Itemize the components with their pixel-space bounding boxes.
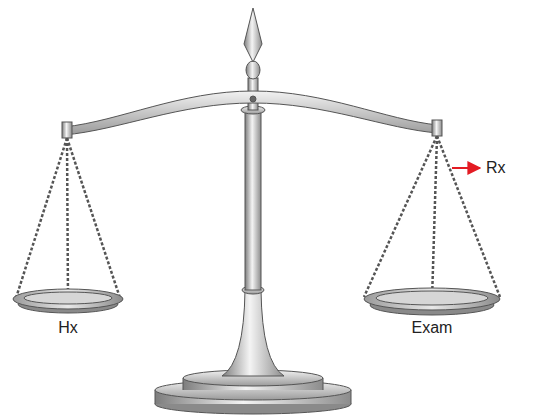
scale-base — [155, 370, 351, 414]
pan-label: Hx — [58, 318, 78, 337]
scale-beam — [62, 91, 442, 138]
scale-pans — [13, 288, 500, 315]
scale-column — [222, 8, 284, 376]
pointer-arrow — [452, 167, 480, 169]
pan-label: Exam — [412, 318, 453, 337]
arrow-target-label: Rx — [486, 158, 506, 177]
pan-chains — [16, 136, 500, 300]
